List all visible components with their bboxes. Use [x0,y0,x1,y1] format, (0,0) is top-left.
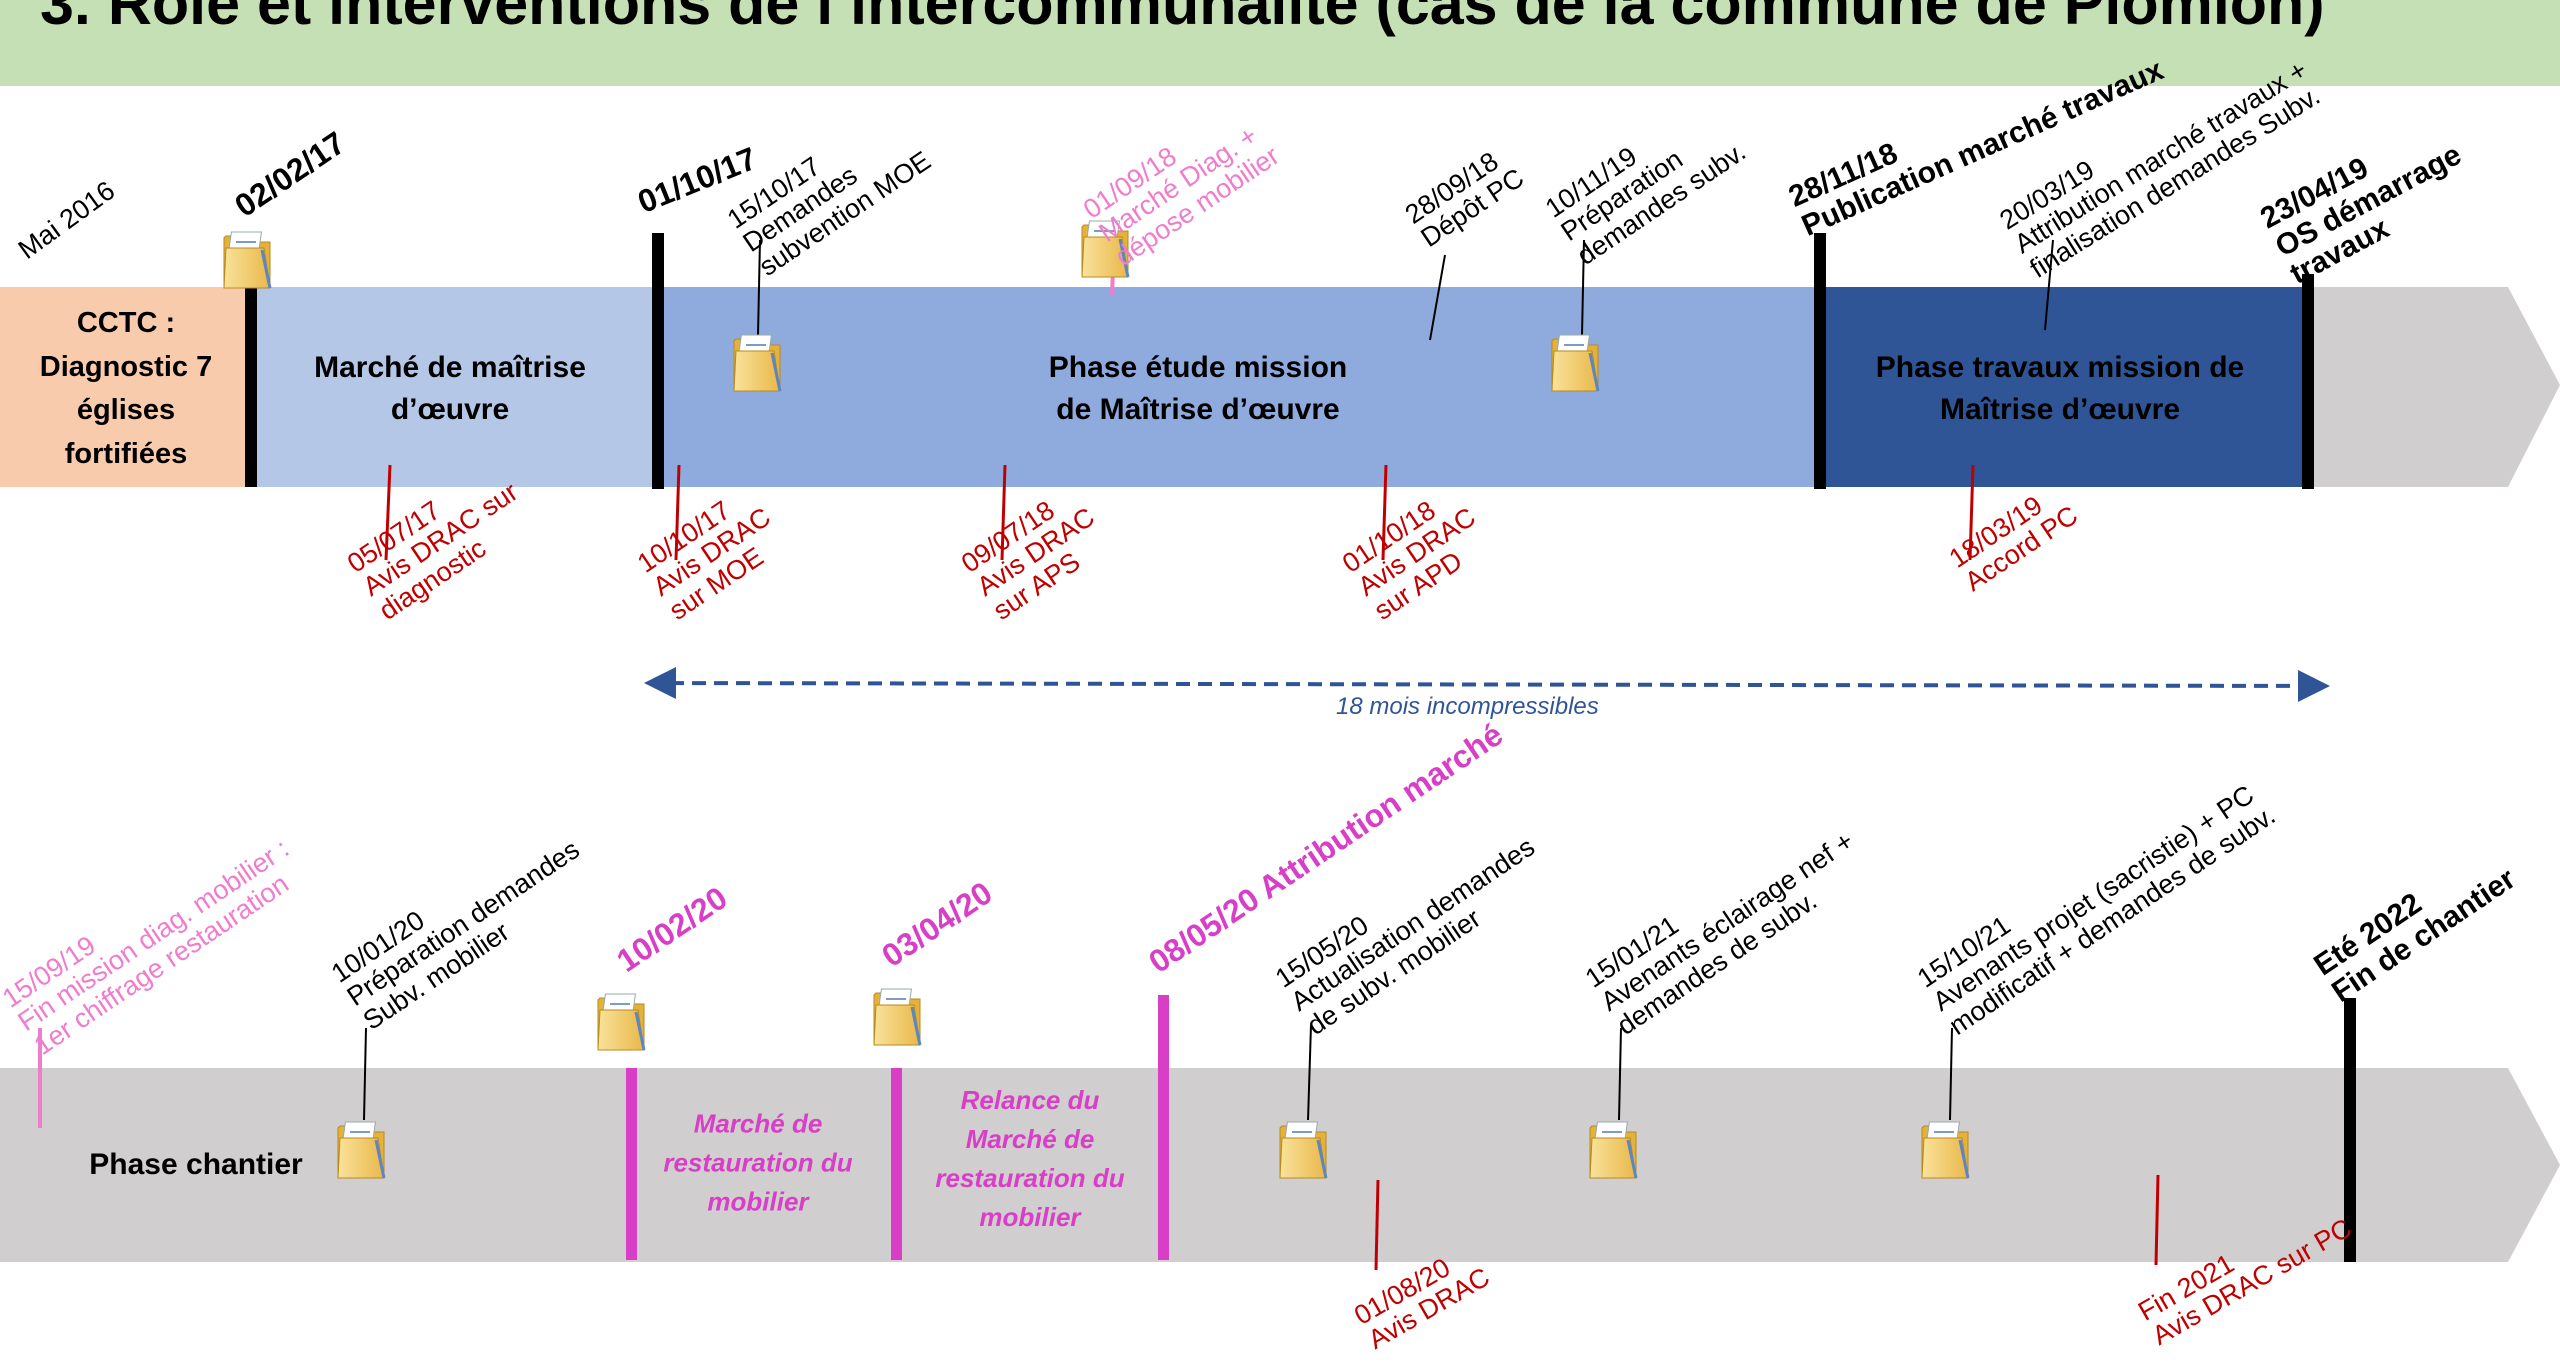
relance-block-text: Relance du Marché de restauration du mob… [935,1085,1125,1232]
study-phase-band [658,287,1822,487]
cctc-band [0,287,252,487]
milestone-bar-230419 [2302,274,2314,489]
chantier-block-text: Phase chantier [89,1148,303,1181]
folder-icon [222,230,272,290]
leader-151021 [1949,1027,1953,1121]
works-phase-band [1822,287,2308,487]
leader-150121 [1618,1027,1622,1121]
drac-leader-101017 [674,464,681,561]
leader-100120 [363,1027,367,1121]
drac-leader-090718 [1000,464,1007,561]
page-title: 3. Rôle et interventions de l’intercommu… [40,0,2325,37]
drac-leader-011018 [1381,464,1388,561]
drac-leader-050717 [384,464,392,561]
works-phase-text: Phase travaux mission de Maîtrise d’œuvr… [1875,351,2245,426]
milestone-bar-030420 [891,1068,902,1260]
drac-leader-180319 [1968,464,1975,561]
cctc-block-text: CCTC : Diagnostic 7 églises fortifiées [39,307,213,470]
leader-200319 [2044,239,2054,331]
milestone-bar-020217 [245,287,257,487]
leader-280918 [1429,254,1446,341]
leader-151017 [757,239,761,336]
leader-101119 [1581,239,1585,336]
title-banner: 3. Rôle et interventions de l’intercommu… [0,0,2560,86]
milestone-bar-011017 [652,233,664,489]
milestone-bar-080520 [1158,995,1169,1260]
duration-label: 18 mois incompressibles [1336,693,1599,720]
drac-leader-fin2021 [2154,1174,2160,1266]
study-phase-text: Phase étude mission de Maîtrise d’œuvre [1048,351,1348,426]
milestone-bar-100220 [626,1068,637,1260]
moe-market-band [252,287,658,487]
folder-icon [872,987,922,1047]
milestone-bar-281118 [1814,233,1826,489]
drac-leader-010820 [1374,1179,1380,1271]
leader-150520 [1307,1024,1312,1121]
milestone-bar-ete2022 [2344,998,2356,1262]
folder-icon [596,992,646,1052]
moe-market-text: Marché de maîtrise d’œuvre [314,351,586,426]
restauration-block-text: Marché de restauration du mobilier [663,1108,853,1217]
duration-arrow [644,667,2330,702]
